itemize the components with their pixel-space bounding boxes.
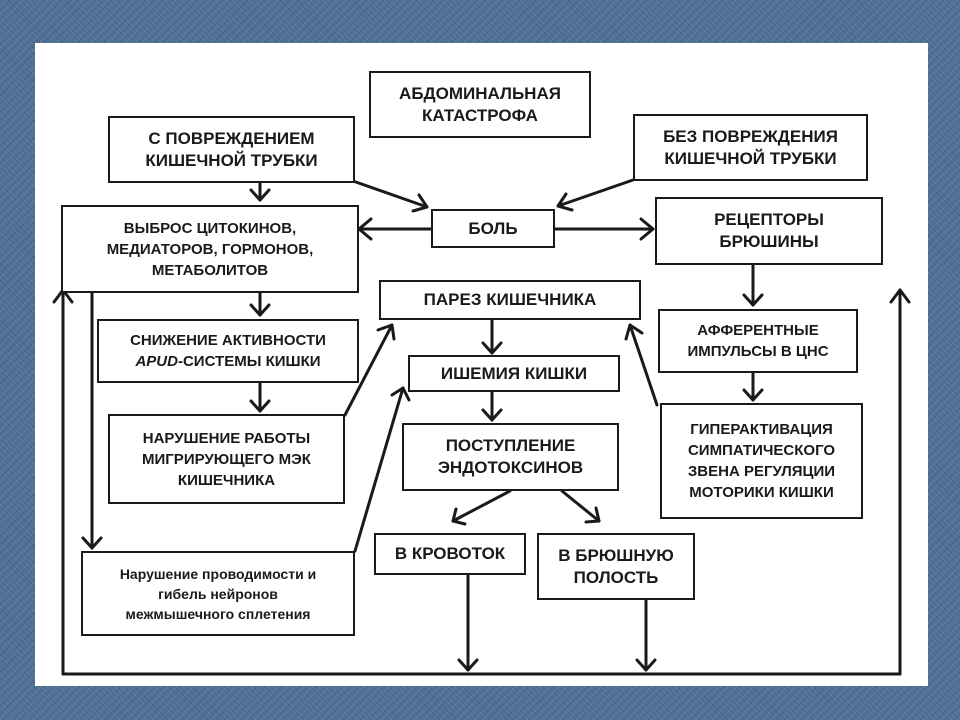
slide: АБДОМИНАЛЬНАЯ КАТАСТРОФА С ПОВРЕЖДЕНИЕМ … (35, 43, 928, 686)
node-apud-line-2: APUD-СИСТЕМЫ КИШКИ (135, 351, 320, 372)
arrow-bloodstream-down (457, 573, 479, 672)
arrow-apud-to-mmc (249, 381, 271, 413)
node-pain-label: БОЛЬ (468, 218, 518, 238)
node-conduction-disorder-line-3: межмышечного сплетения (125, 605, 311, 622)
node-conduction-disorder: Нарушение проводимости и гибель нейронов… (81, 551, 355, 636)
node-release-line-3: МЕТАБОЛИТОВ (151, 261, 269, 279)
arrow-receptors-to-afferent (742, 263, 764, 307)
node-apud-italic: APUD (135, 353, 178, 370)
arrow-cavity-down (635, 598, 657, 672)
node-with-damage-line-2: КИШЕЧНОЙ ТРУБКИ (145, 150, 318, 170)
node-mmc-line-1: НАРУШЕНИЕ РАБОТЫ (142, 429, 311, 447)
node-hyperactivation-line-4: МОТОРИКИ КИШКИ (689, 484, 834, 501)
node-endotoxins-line-2: ЭНДОТОКСИНОВ (437, 458, 584, 477)
node-paresis-label: ПАРЕЗ КИШЕЧНИКА (423, 290, 597, 309)
node-release-line-2: МЕДИАТОРОВ, ГОРМОНОВ, (106, 240, 314, 258)
node-apud: СНИЖЕНИЕ АКТИВНОСТИ APUD-СИСТЕМЫ КИШКИ (97, 319, 359, 383)
node-without-damage-line-2: КИШЕЧНОЙ ТРУБКИ (664, 148, 837, 168)
arrow-damage-to-release (249, 179, 271, 202)
arrow-paresis-to-ischemia (481, 318, 503, 355)
node-abdominal-catastrophe: АБДОМИНАЛЬНАЯ КАТАСТРОФА (369, 71, 591, 138)
node-endotoxins: ПОСТУПЛЕНИЕ ЭНДОТОКСИНОВ (402, 423, 619, 491)
node-hyperactivation-line-3: ЗВЕНА РЕГУЛЯЦИИ (687, 463, 836, 480)
arrow-damage-to-pain (351, 179, 429, 213)
node-without-damage: БЕЗ ПОВРЕЖДЕНИЯ КИШЕЧНОЙ ТРУБКИ (633, 114, 868, 181)
node-bloodstream-label: В КРОВОТОК (394, 544, 506, 563)
node-ischemia: ИШЕМИЯ КИШКИ (408, 355, 620, 392)
node-abdominal-cavity-line-1: В БРЮШНУЮ (558, 545, 674, 565)
node-abdominal-cavity: В БРЮШНУЮ ПОЛОСТЬ (537, 533, 695, 600)
node-apud-rest: -СИСТЕМЫ КИШКИ (177, 353, 321, 370)
node-receptors-line-1: РЕЦЕПТОРЫ (714, 210, 824, 229)
node-paresis: ПАРЕЗ КИШЕЧНИКА (379, 280, 641, 320)
node-ischemia-label: ИШЕМИЯ КИШКИ (440, 363, 588, 383)
node-mmc-line-3: КИШЕЧНИКА (177, 471, 276, 489)
arrow-mmc-to-paresis (343, 323, 396, 417)
node-without-damage-line-1: БЕЗ ПОВРЕЖДЕНИЯ (663, 126, 838, 146)
node-abdominal-catastrophe-line-2: КАТАСТРОФА (422, 105, 538, 125)
arrow-pain-to-receptors (553, 217, 655, 241)
arrow-nodamage-to-pain (556, 178, 635, 212)
node-receptors-line-2: БРЮШИНЫ (719, 232, 819, 251)
node-mmc: НАРУШЕНИЕ РАБОТЫ МИГРИРУЮЩЕГО МЭК КИШЕЧН… (108, 414, 345, 504)
arrow-afferent-to-hyper (742, 371, 764, 402)
arrow-endotoxins-to-bloodstream (451, 489, 512, 526)
node-receptors: РЕЦЕПТОРЫ БРЮШИНЫ (655, 197, 883, 265)
arrow-hyper-to-paresis (624, 323, 659, 407)
node-afferent-line-1: АФФЕРЕНТНЫЕ (697, 322, 819, 339)
node-abdominal-cavity-line-2: ПОЛОСТЬ (573, 567, 659, 587)
node-hyperactivation: ГИПЕРАКТИВАЦИЯ СИМПАТИЧЕСКОГО ЗВЕНА РЕГУ… (660, 403, 863, 519)
arrow-conduction-to-ischemia (353, 386, 411, 553)
arrow-endotoxins-to-cavity (560, 489, 601, 524)
arrows-layer (52, 178, 911, 676)
arrow-release-to-apud (249, 291, 271, 317)
feedback-loop-line (52, 288, 911, 676)
node-endotoxins-line-1: ПОСТУПЛЕНИЕ (445, 436, 576, 455)
arrow-release-to-conduction (81, 291, 103, 550)
node-hyperactivation-line-2: СИМПАТИЧЕСКОГО (687, 442, 836, 459)
node-release: ВЫБРОС ЦИТОКИНОВ, МЕДИАТОРОВ, ГОРМОНОВ, … (61, 205, 359, 293)
node-hyperactivation-line-1: ГИПЕРАКТИВАЦИЯ (690, 421, 833, 438)
node-mmc-line-2: МИГРИРУЮЩЕГО МЭК (142, 450, 311, 468)
node-with-damage-line-1: С ПОВРЕЖДЕНИЕМ (148, 128, 315, 148)
node-afferent-line-2: ИМПУЛЬСЫ В ЦНС (687, 343, 829, 360)
node-release-line-1: ВЫБРОС ЦИТОКИНОВ, (123, 219, 297, 237)
arrow-ischemia-to-endotoxins (481, 390, 503, 422)
node-pain: БОЛЬ (431, 209, 555, 248)
node-bloodstream: В КРОВОТОК (374, 533, 526, 575)
node-conduction-disorder-line-1: Нарушение проводимости и (119, 565, 317, 582)
arrow-pain-to-release (357, 217, 433, 241)
node-conduction-disorder-line-2: гибель нейронов (158, 585, 278, 602)
node-apud-line-1: СНИЖЕНИЕ АКТИВНОСТИ (130, 332, 326, 349)
node-afferent: АФФЕРЕНТНЫЕ ИМПУЛЬСЫ В ЦНС (658, 309, 858, 373)
node-abdominal-catastrophe-line-1: АБДОМИНАЛЬНАЯ (399, 83, 561, 103)
node-with-damage: С ПОВРЕЖДЕНИЕМ КИШЕЧНОЙ ТРУБКИ (108, 116, 355, 183)
